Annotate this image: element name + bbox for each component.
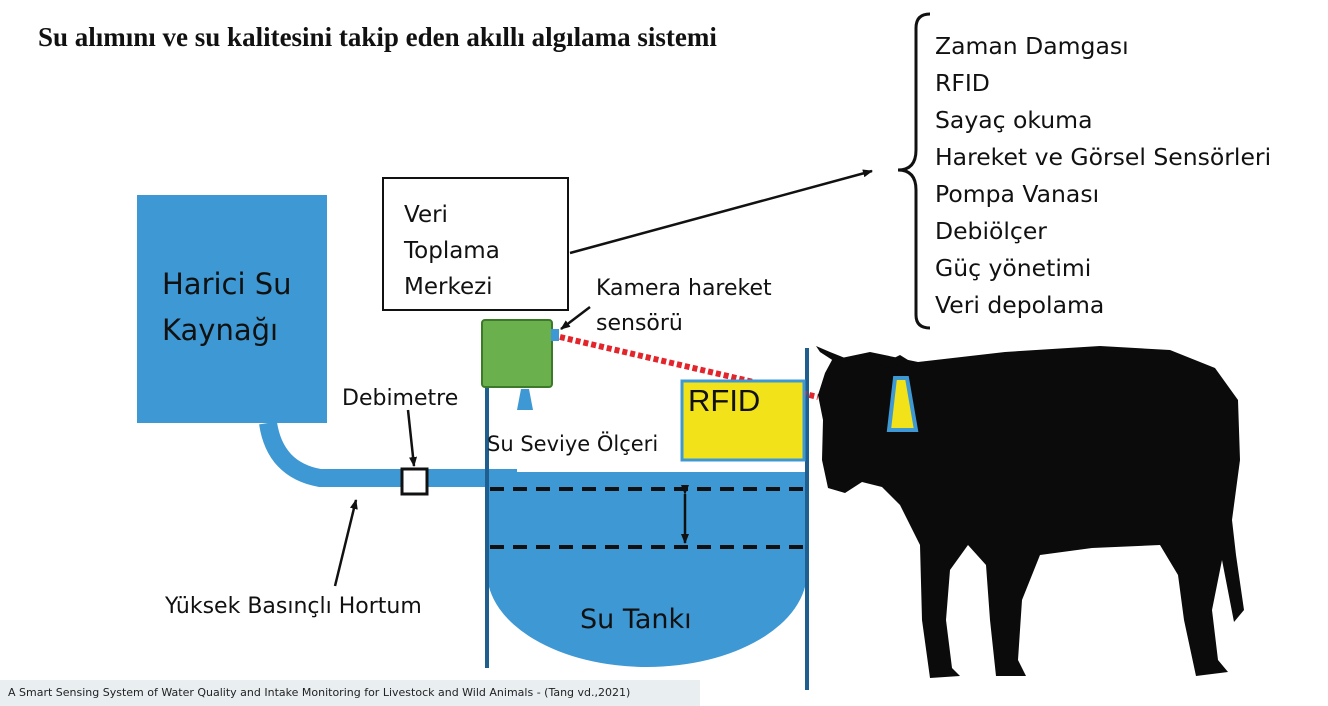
component-item: Debiölçer [935, 217, 1047, 245]
list-bracket [897, 12, 931, 330]
rfid-reader [680, 379, 806, 462]
cow-icon [816, 346, 1244, 678]
water-source-box [137, 195, 327, 423]
data-center-arrow [569, 169, 873, 255]
data-center-box [382, 177, 569, 311]
flowmeter-icon [400, 467, 429, 496]
component-item: Pompa Vanası [935, 180, 1100, 208]
component-item: Veri depolama [935, 291, 1105, 319]
camera-arrow [560, 306, 591, 330]
water-source-label: Harici Su Kaynağı [162, 267, 301, 347]
component-list: Zaman Damgası RFID Sayaç okuma Hareket v… [935, 28, 1271, 324]
rfid-label: RFID [688, 383, 760, 418]
data-center-label: Veri Toplama Merkezi [403, 202, 507, 300]
component-item: RFID [935, 69, 990, 97]
image-caption: A Smart Sensing System of Water Quality … [0, 680, 700, 706]
water-tank [487, 472, 807, 667]
hose-label: Yüksek Basınçlı Hortum [164, 594, 422, 619]
component-item: Sayaç okuma [935, 106, 1093, 134]
tank-label: Su Tankı [580, 604, 692, 635]
component-item: Hareket ve Görsel Sensörleri [935, 143, 1272, 171]
hose-arrow [333, 499, 358, 587]
component-item: Zaman Damgası [935, 32, 1129, 60]
camera-icon [481, 319, 559, 410]
flowmeter-label: Debimetre [342, 386, 458, 411]
diagram-title: Su alımını ve su kalitesini takip eden a… [38, 22, 717, 52]
ear-tag-icon [886, 376, 919, 432]
high-pressure-hose [259, 421, 517, 487]
flowmeter-arrow [406, 409, 418, 467]
camera-sensor-label: Kamera hareket sensörü [596, 276, 779, 336]
level-gauge-label: Su Seviye Ölçeri [487, 431, 658, 456]
component-item: Güç yönetimi [935, 254, 1092, 282]
